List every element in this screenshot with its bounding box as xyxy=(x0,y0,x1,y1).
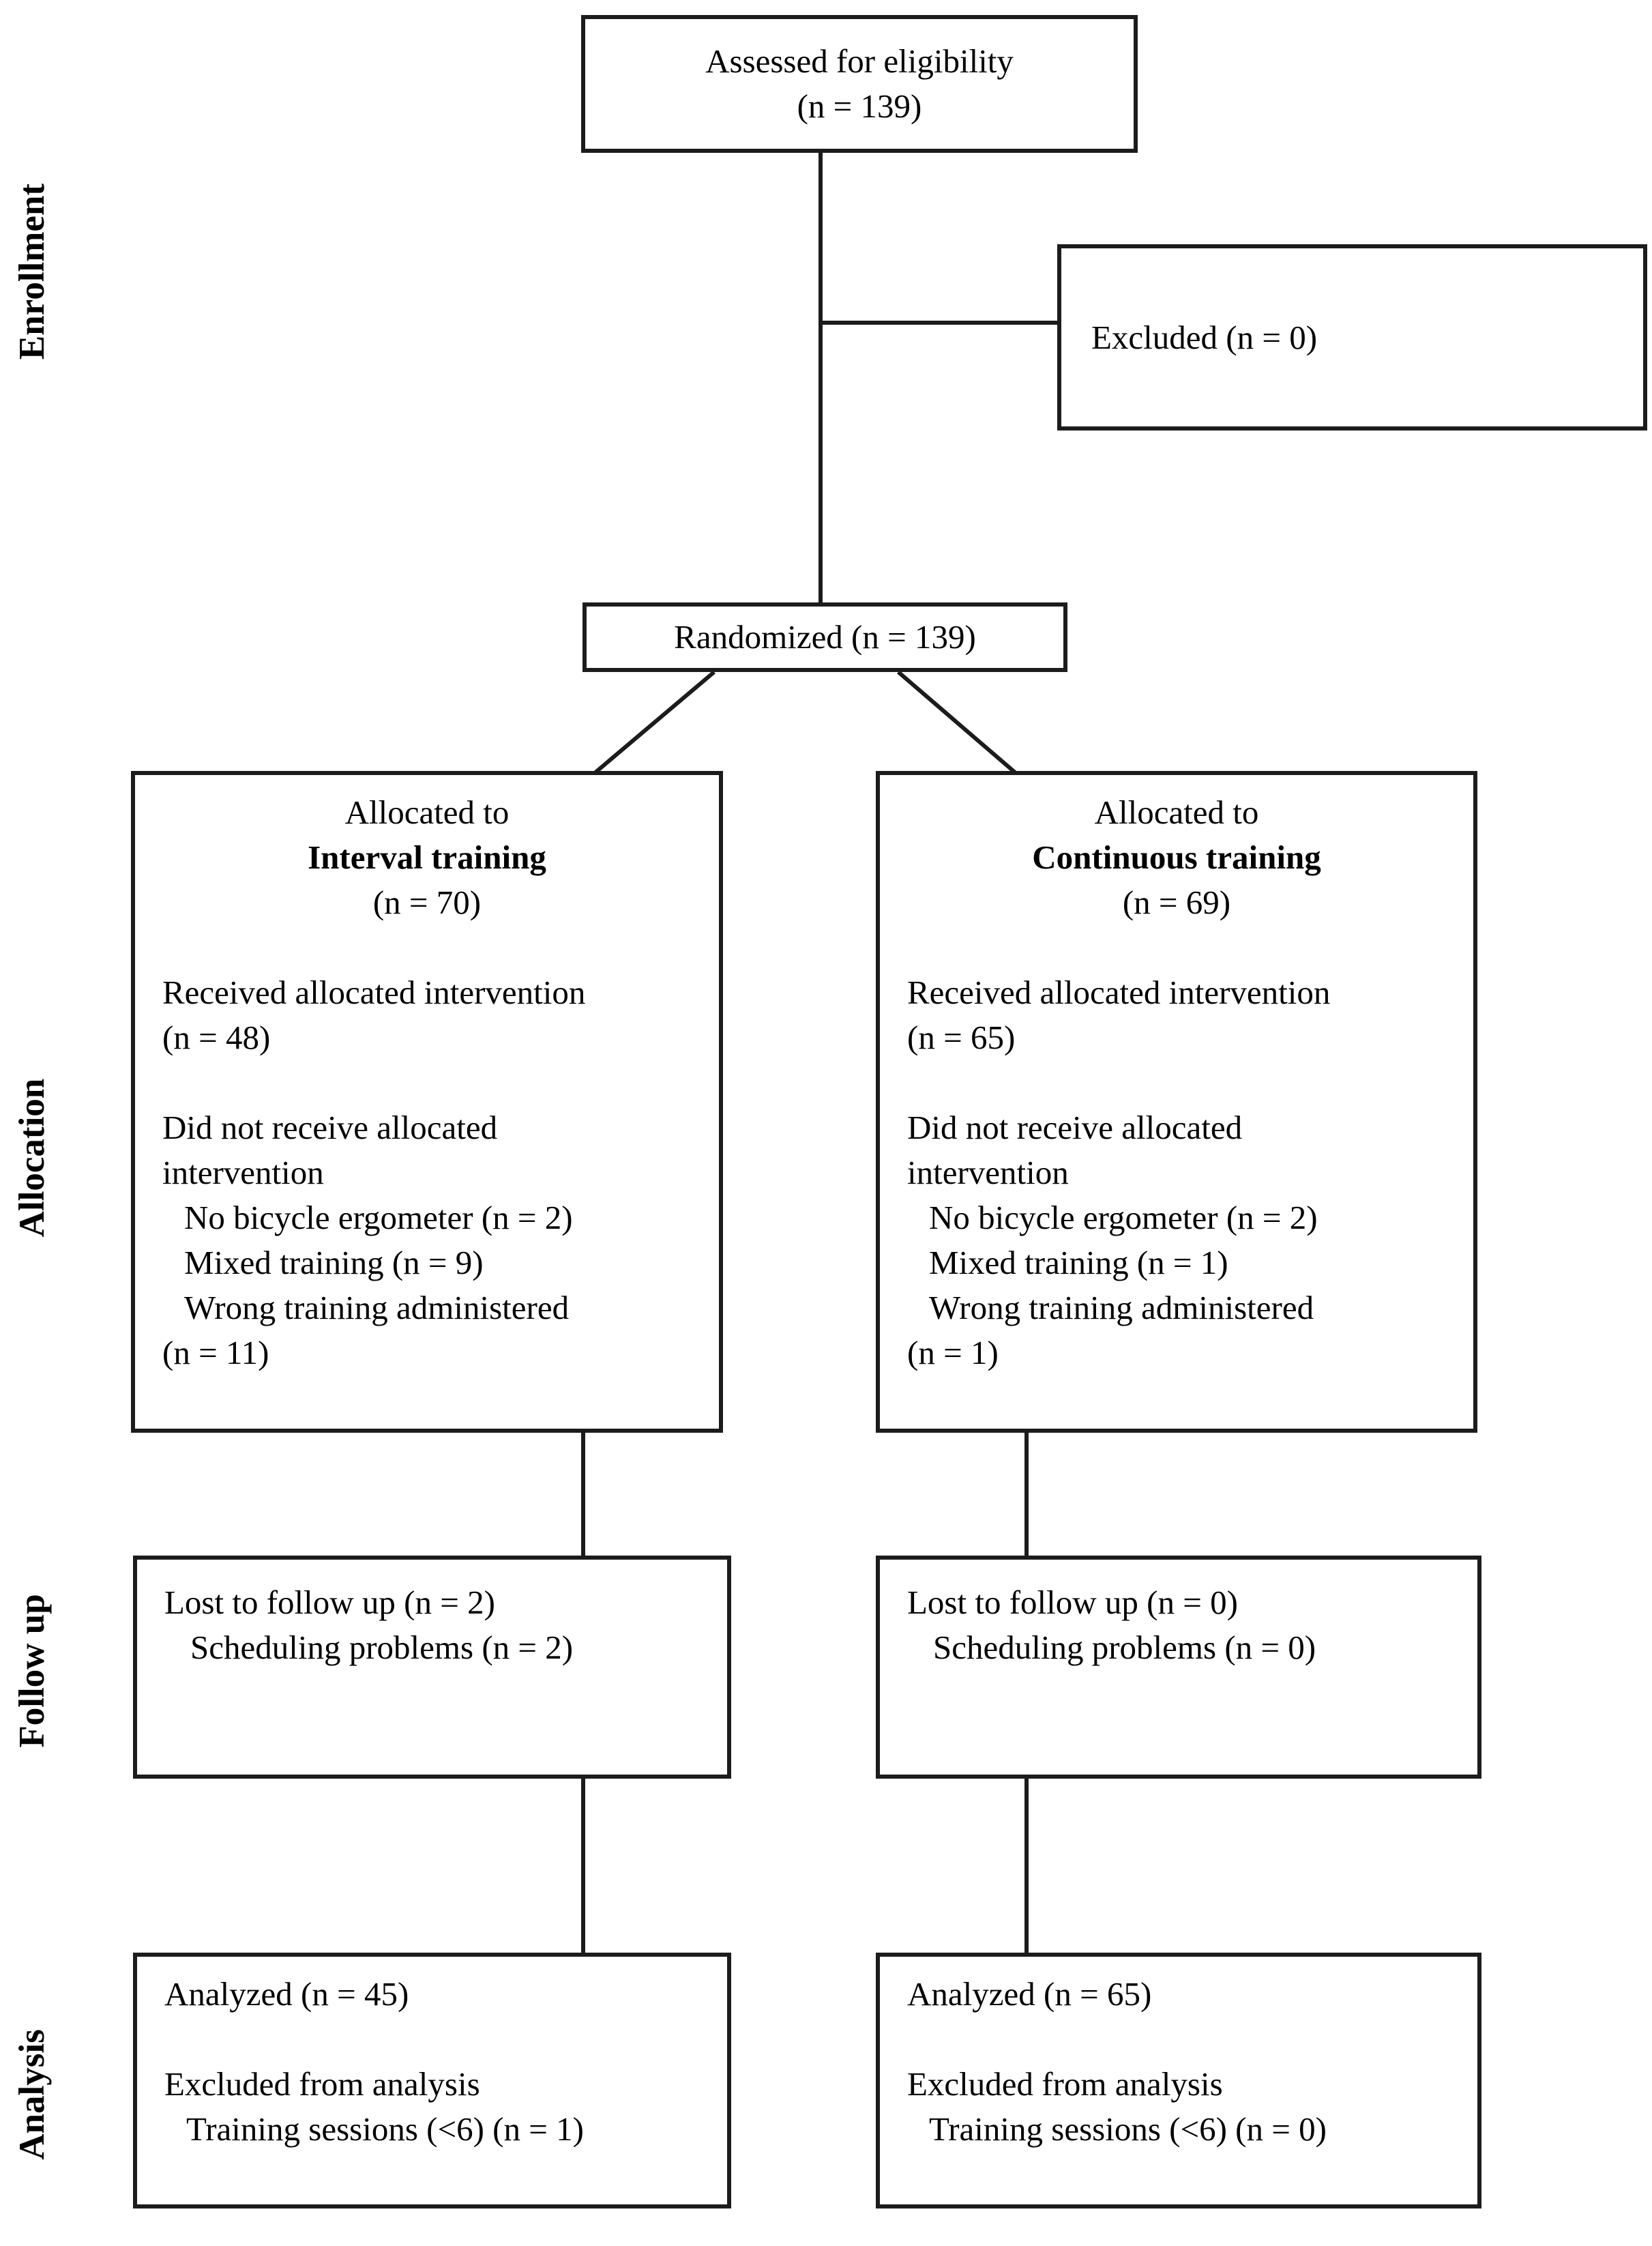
alloc-left-group-name: Interval training xyxy=(308,838,546,876)
alloc-right-notreceived-line1: Did not receive allocated xyxy=(907,1109,1243,1146)
diagonal-connector-left xyxy=(594,670,716,774)
followup-box-interval: Lost to follow up (n = 2) Scheduling pro… xyxy=(133,1556,731,1779)
randomized-text: Randomized (n = 139) xyxy=(674,618,976,656)
alloc-left-received-line2: (n = 48) xyxy=(162,1019,271,1056)
spacer xyxy=(880,925,1473,970)
alloc-left-reason3-n: (n = 11) xyxy=(162,1334,269,1371)
connector-assessed-to-randomized xyxy=(818,153,823,602)
assessed-line1: Assessed for eligibility xyxy=(705,42,1014,80)
analysis-right-line1: Analyzed (n = 65) xyxy=(907,1975,1152,2013)
alloc-right-notreceived-line2: intervention xyxy=(907,1154,1069,1191)
alloc-left-received-line1: Received allocated intervention xyxy=(162,974,586,1011)
followup-left-line1: Lost to follow up (n = 2) xyxy=(164,1584,495,1621)
stage-label-follow-up: Follow up xyxy=(12,1594,52,1748)
analysis-left-line1: Analyzed (n = 45) xyxy=(164,1975,409,2013)
randomized-box: Randomized (n = 139) xyxy=(582,602,1067,672)
alloc-right-received-line1: Received allocated intervention xyxy=(907,974,1331,1011)
alloc-left-notreceived-line2: intervention xyxy=(162,1154,324,1191)
connector-to-excluded xyxy=(818,321,1057,325)
connector-allocation-to-followup-right xyxy=(1024,1433,1029,1557)
assessed-box: Assessed for eligibility (n = 139) xyxy=(581,15,1138,153)
analysis-left-line3: Training sessions (<6) (n = 1) xyxy=(186,2110,584,2148)
connector-followup-to-analysis-right xyxy=(1024,1777,1029,1954)
allocation-box-continuous: Allocated to Continuous training (n = 69… xyxy=(876,771,1477,1433)
alloc-left-header: Allocated to xyxy=(344,793,510,831)
followup-left-line2: Scheduling problems (n = 2) xyxy=(190,1629,574,1666)
stage-label-allocation: Allocation xyxy=(12,1078,52,1238)
alloc-right-received-line2: (n = 65) xyxy=(907,1019,1016,1056)
alloc-right-n: (n = 69) xyxy=(1122,884,1231,921)
alloc-right-reason1: No bicycle ergometer (n = 2) xyxy=(929,1199,1318,1236)
alloc-left-n: (n = 70) xyxy=(372,884,482,921)
analysis-box-interval: Analyzed (n = 45) Excluded from analysis… xyxy=(133,1953,731,2208)
followup-right-line1: Lost to follow up (n = 0) xyxy=(907,1584,1238,1621)
alloc-left-reason3: Wrong training administered xyxy=(184,1289,570,1326)
alloc-right-header: Allocated to xyxy=(1094,793,1259,831)
analysis-left-line2: Excluded from analysis xyxy=(164,2065,480,2103)
followup-right-line2: Scheduling problems (n = 0) xyxy=(933,1629,1316,1666)
connector-allocation-to-followup-left xyxy=(581,1433,585,1557)
spacer xyxy=(880,1060,1473,1105)
spacer xyxy=(135,925,719,970)
allocation-box-interval: Allocated to Interval training (n = 70) … xyxy=(131,771,723,1433)
excluded-text: Excluded (n = 0) xyxy=(1091,318,1318,356)
stage-label-enrollment: Enrollment xyxy=(12,183,52,360)
alloc-left-reason1: No bicycle ergometer (n = 2) xyxy=(184,1199,573,1236)
analysis-right-line2: Excluded from analysis xyxy=(907,2065,1223,2103)
alloc-right-reason2: Mixed training (n = 1) xyxy=(929,1244,1228,1281)
analysis-right-line3: Training sessions (<6) (n = 0) xyxy=(929,2110,1327,2148)
alloc-left-notreceived-line1: Did not receive allocated xyxy=(162,1109,498,1146)
excluded-box: Excluded (n = 0) xyxy=(1057,244,1647,431)
alloc-left-reason2: Mixed training (n = 9) xyxy=(184,1244,484,1281)
assessed-line2: (n = 139) xyxy=(797,87,922,125)
connector-followup-to-analysis-left xyxy=(581,1777,585,1954)
alloc-right-group-name: Continuous training xyxy=(1032,838,1321,876)
spacer xyxy=(135,1060,719,1105)
spacer xyxy=(137,2017,727,2062)
followup-box-continuous: Lost to follow up (n = 0) Scheduling pro… xyxy=(876,1556,1481,1779)
alloc-right-reason3-n: (n = 1) xyxy=(907,1334,999,1371)
analysis-box-continuous: Analyzed (n = 65) Excluded from analysis… xyxy=(876,1953,1481,2208)
alloc-right-reason3: Wrong training administered xyxy=(929,1289,1314,1326)
spacer xyxy=(880,2017,1477,2062)
stage-label-analysis: Analysis xyxy=(12,2029,52,2160)
diagonal-connector-right xyxy=(897,670,1016,774)
